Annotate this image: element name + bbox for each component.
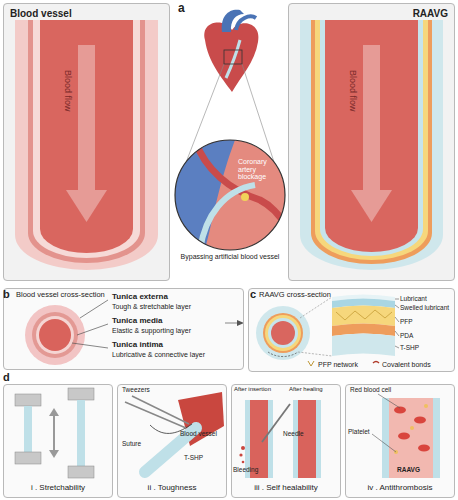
panel-title: ii . Toughness <box>118 484 226 493</box>
vessel-cross-section <box>25 300 244 365</box>
annotation-label: After healing <box>289 386 339 393</box>
annotation-label: Lubricative & connective layer <box>112 351 205 359</box>
suture-test <box>125 392 224 472</box>
annotation-label: Tunica media <box>112 317 163 326</box>
annotation-label: Tunica intima <box>112 341 163 350</box>
panel-box: iii . Self healability <box>231 384 341 498</box>
annotation-label: Tough & stretchable layer <box>112 303 191 311</box>
magnified-view <box>175 140 285 250</box>
panel-box: iv . Antithrombosis <box>345 384 455 498</box>
panel-title: Blood vessel <box>10 8 72 19</box>
annotation-label: Coronary artery blockage <box>238 158 284 181</box>
legend-text: PFP network <box>318 361 358 369</box>
annotation-label: RAAVG <box>397 466 420 473</box>
annotation-label: PDA <box>400 332 413 339</box>
legend-text: Covalent bonds <box>382 361 431 369</box>
annotation-label: Needle <box>283 430 304 437</box>
annotation-label: c <box>250 288 256 300</box>
annotation-label: Bypassing artificial blood vessel <box>175 253 285 261</box>
panel-title: iv . Antithrombosis <box>346 484 454 493</box>
annotation-label: Blood flow <box>62 70 72 112</box>
annotation-label: PFP <box>400 318 413 325</box>
annotation-label: a <box>178 2 185 15</box>
annotation-label: b <box>3 288 10 300</box>
stretch-test <box>15 388 94 478</box>
annotation-label: T-SHP <box>184 454 203 461</box>
annotation-label: After insertion <box>234 386 286 393</box>
panel-title: RAAVG <box>413 8 448 19</box>
panel-title: iii . Self healability <box>232 484 340 493</box>
panel-box: RAAVG <box>288 3 455 281</box>
annotation-label: Lubricant <box>400 295 427 302</box>
annotation-label: Swelled lubricant <box>400 304 449 311</box>
annotation-label: Bleeding <box>233 466 258 473</box>
panel-title: i . Stretchability <box>4 484 112 493</box>
annotation-label: Elastic & supporting layer <box>112 327 191 335</box>
annotation-label: Red blood cell <box>350 386 391 393</box>
annotation-label: Tunica externa <box>112 293 168 302</box>
panel-box: Blood vessel <box>3 3 170 281</box>
annotation-label: Tweezers <box>122 386 150 393</box>
blood-vessel-tube <box>15 20 158 270</box>
raavg-cross-section <box>256 295 399 367</box>
antithrombosis-tube <box>372 394 440 478</box>
annotation-label: Suture <box>122 440 141 447</box>
raavg-tube <box>300 20 443 270</box>
panel-title: Blood vessel cross-section <box>16 291 105 299</box>
annotation-label: T-SHP <box>400 344 419 351</box>
annotation-label: Blood flow <box>347 70 357 112</box>
annotation-label: Blood vessel <box>180 430 217 437</box>
annotation-label: Platelet <box>348 428 370 435</box>
panel-box: i . Stretchability <box>3 384 113 498</box>
annotation-label: d <box>3 371 10 383</box>
panel-background <box>3 3 455 498</box>
panel-title: RAAVG cross-section <box>259 291 331 299</box>
